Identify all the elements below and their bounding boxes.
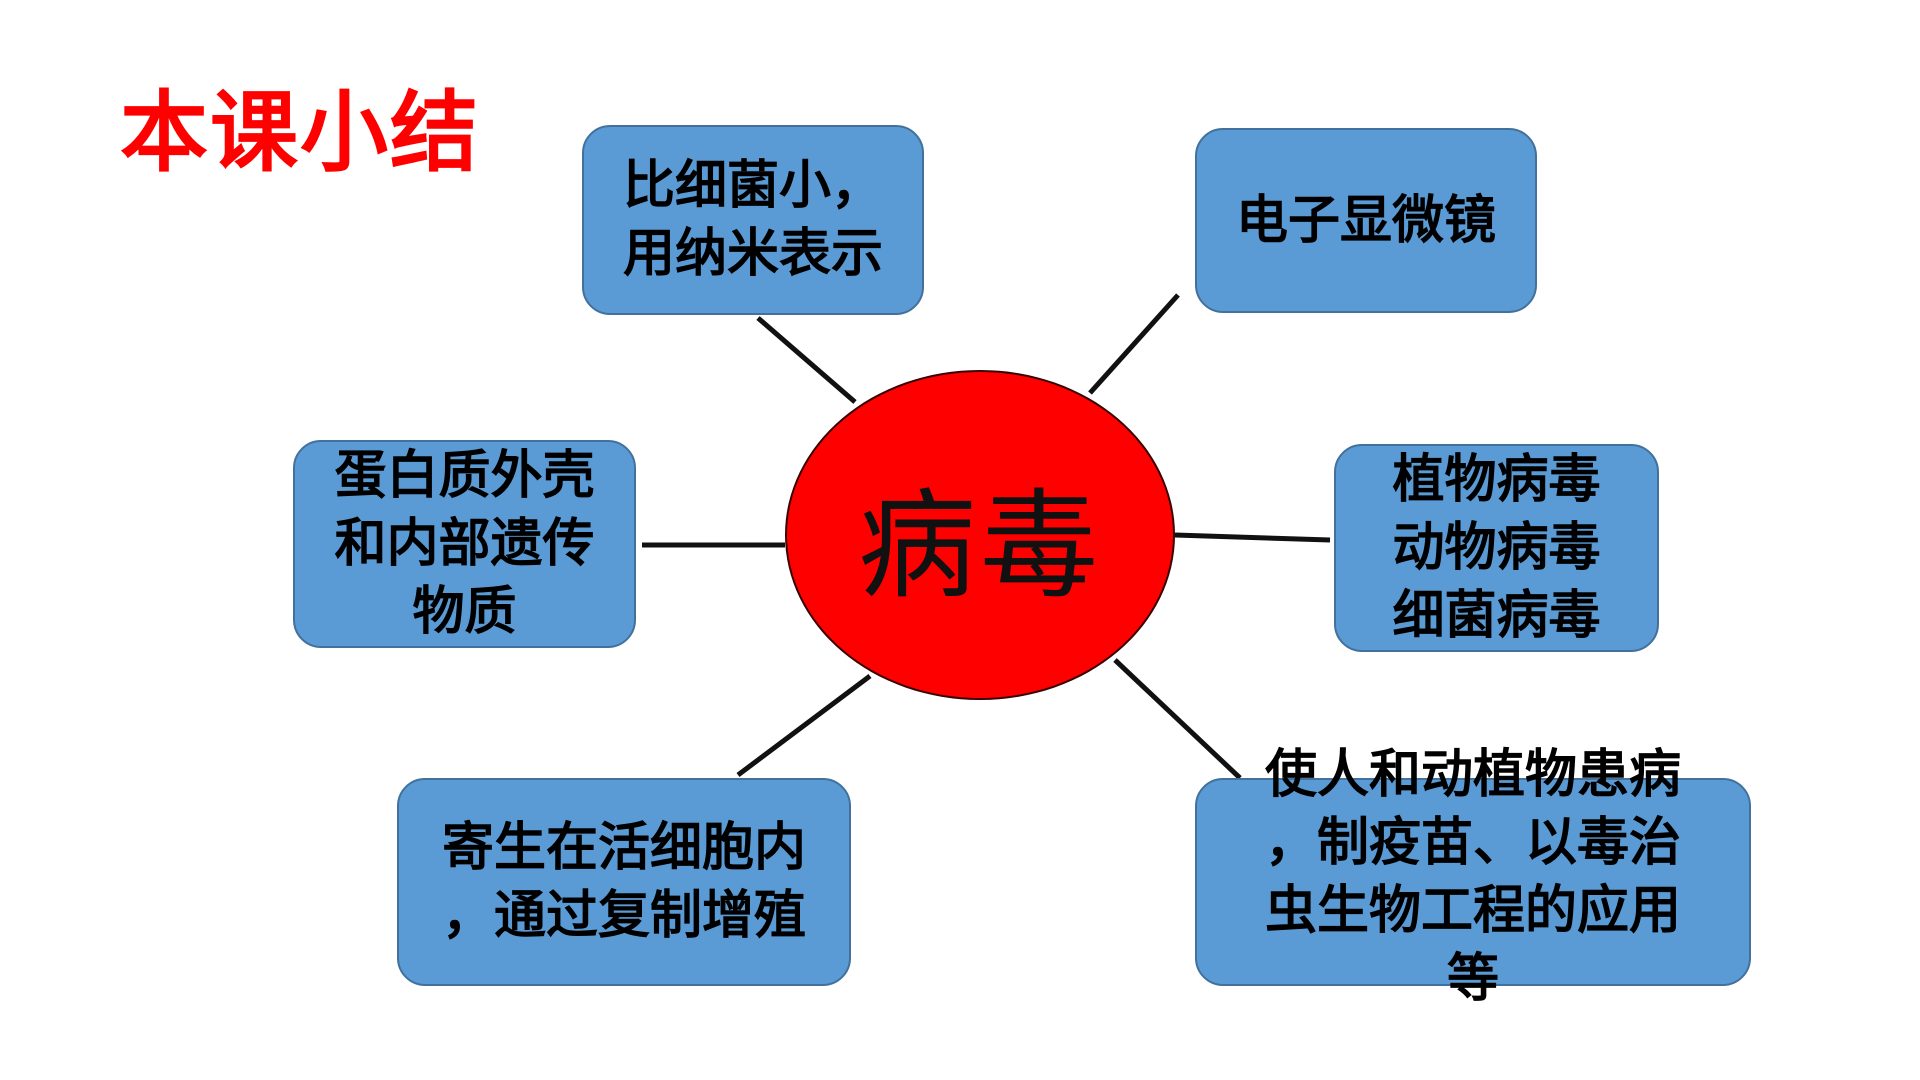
page-title: 本课小结	[120, 81, 481, 184]
node-reproduce: 寄生在活细胞内 ，通过复制增殖	[397, 778, 851, 986]
node-microscope-label: 电子显微镜	[1235, 190, 1496, 251]
center-label: 病毒	[857, 476, 1102, 615]
node-types-label: 植物病毒 动物病毒 细菌病毒	[1392, 450, 1601, 646]
node-size-label: 比细菌小， 用纳米表示	[622, 156, 883, 284]
connector-types	[1174, 532, 1331, 543]
connector-effects	[1113, 658, 1242, 780]
node-effects: 使人和动植物患病 ，制疫苗、以毒治 虫生物工程的应用 等	[1195, 745, 1751, 1009]
center-node-virus: 病毒	[785, 370, 1175, 700]
node-structure-label: 蛋白质外壳 和内部遗传 物质	[334, 446, 595, 642]
connector-size	[756, 316, 857, 404]
connector-microscope	[1088, 293, 1180, 395]
node-microscope: 电子显微镜	[1195, 128, 1537, 313]
connector-reproduce	[736, 674, 872, 777]
node-effects-label: 使人和动植物患病 ，制疫苗、以毒治 虫生物工程的应用 等	[1264, 745, 1681, 1009]
node-structure: 蛋白质外壳 和内部遗传 物质	[293, 440, 636, 648]
node-types: 植物病毒 动物病毒 细菌病毒	[1334, 444, 1659, 652]
node-reproduce-label: 寄生在活细胞内 ，通过复制增殖	[441, 818, 806, 946]
node-size: 比细菌小， 用纳米表示	[582, 125, 924, 315]
